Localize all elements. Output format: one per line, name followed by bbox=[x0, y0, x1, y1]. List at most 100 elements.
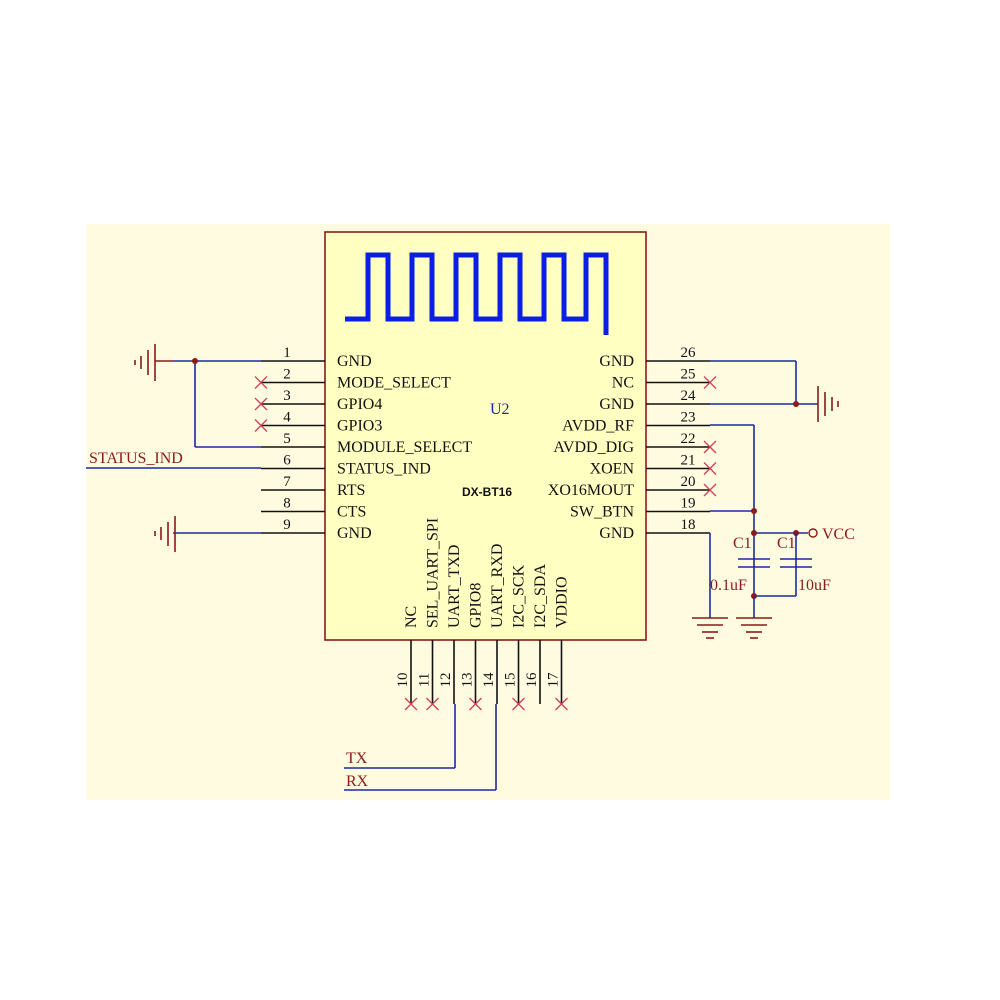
pin-number: 11 bbox=[417, 673, 433, 687]
pin-name: AVDD_DIG bbox=[553, 439, 634, 456]
no-connect-icon bbox=[703, 483, 717, 497]
pin-name: VDDIO bbox=[554, 576, 571, 628]
pin-10: 10 NC bbox=[395, 606, 420, 711]
no-connect-icon bbox=[254, 419, 268, 432]
pin-number: 25 bbox=[681, 367, 696, 383]
chip-part-name: DX-BT16 bbox=[462, 485, 512, 499]
pin-number: 19 bbox=[681, 496, 696, 512]
cap-2-value: 10uF bbox=[798, 577, 831, 594]
no-connect-icon bbox=[404, 697, 418, 711]
antenna-trace bbox=[345, 252, 609, 335]
right-wiring: C1 C1 0.1uF 10uF VCC bbox=[692, 360, 855, 639]
pin-15: 15 I2C_SCK bbox=[503, 564, 528, 711]
cap-1-value: 0.1uF bbox=[710, 577, 747, 594]
pin-name: MODULE_SELECT bbox=[337, 439, 472, 456]
pin-name: STATUS_IND bbox=[337, 461, 431, 478]
pin-name: GND bbox=[599, 353, 634, 370]
net-label-rx: RX bbox=[346, 773, 369, 790]
chip-designator: U2 bbox=[490, 401, 510, 418]
ground-symbol-icon bbox=[154, 516, 176, 552]
bottom-pins: 10NC11SEL_UART_SPI12UART_TXD13GPIO814UAR… bbox=[395, 518, 571, 711]
pin-number: 4 bbox=[283, 410, 291, 426]
pin-name: GND bbox=[599, 525, 634, 542]
pin-name: NC bbox=[403, 606, 420, 628]
pin-number: 3 bbox=[283, 388, 291, 404]
pin-number: 16 bbox=[524, 672, 540, 688]
ground-symbol-icon bbox=[817, 386, 839, 422]
no-connect-icon bbox=[254, 397, 268, 411]
cap-1-ref: C1 bbox=[733, 535, 752, 552]
pin-name: XO16MOUT bbox=[548, 482, 634, 499]
net-label-vcc: VCC bbox=[822, 526, 855, 543]
pin-number: 10 bbox=[395, 673, 411, 688]
pin-name: XOEN bbox=[590, 461, 635, 478]
pin-name: AVDD_RF bbox=[562, 418, 634, 435]
pin-number: 18 bbox=[681, 517, 696, 533]
left-wiring: STATUS_IND bbox=[86, 344, 261, 552]
no-connect-icon bbox=[426, 697, 439, 711]
pin-name: GND bbox=[599, 396, 634, 413]
pin-name: GPIO8 bbox=[468, 583, 485, 628]
no-connect-icon bbox=[254, 376, 268, 389]
pin-number: 1 bbox=[283, 345, 291, 361]
pin-number: 12 bbox=[438, 673, 454, 688]
ground-symbol-icon bbox=[134, 344, 173, 381]
cap-2-ref: C1 bbox=[777, 535, 796, 552]
net-label-tx: TX bbox=[346, 750, 368, 767]
no-connect-icon bbox=[469, 697, 482, 711]
pin-11: 11 SEL_UART_SPI bbox=[417, 518, 442, 711]
pin-number: 22 bbox=[681, 431, 696, 447]
uart-wiring: TX RX bbox=[344, 704, 497, 791]
pin-number: 9 bbox=[283, 517, 291, 533]
pin-17: 17 VDDIO bbox=[546, 576, 571, 711]
vcc-terminal-icon bbox=[808, 528, 818, 538]
pin-number: 6 bbox=[283, 453, 291, 469]
pin-number: 20 bbox=[681, 474, 696, 490]
pin-name: MODE_SELECT bbox=[337, 375, 451, 392]
pin-number: 8 bbox=[283, 496, 291, 512]
pin-name: GND bbox=[337, 353, 372, 370]
pin-name: SW_BTN bbox=[570, 504, 634, 521]
capacitor-c2-icon bbox=[780, 558, 812, 568]
pin-name: CTS bbox=[337, 504, 366, 521]
chip-body bbox=[324, 231, 647, 641]
pin-name: SEL_UART_SPI bbox=[425, 518, 442, 628]
pin-number: 2 bbox=[283, 367, 291, 383]
ground-symbol-icon bbox=[736, 617, 772, 639]
ground-symbol-icon bbox=[692, 617, 728, 639]
pin-name: UART_RXD bbox=[489, 544, 506, 628]
pin-number: 17 bbox=[546, 672, 562, 688]
pin-number: 26 bbox=[681, 345, 697, 361]
no-connect-icon bbox=[703, 440, 717, 454]
pin-name: GPIO3 bbox=[337, 418, 382, 435]
pin-number: 24 bbox=[681, 388, 697, 404]
no-connect-icon bbox=[555, 697, 568, 711]
no-connect-icon bbox=[703, 376, 717, 389]
pin-number: 15 bbox=[503, 673, 519, 688]
pin-name: UART_TXD bbox=[446, 545, 463, 628]
pin-number: 23 bbox=[681, 410, 696, 426]
pin-number: 21 bbox=[681, 453, 696, 469]
pin-name: NC bbox=[612, 375, 634, 392]
pin-name: I2C_SCK bbox=[511, 564, 528, 628]
pin-name: RTS bbox=[337, 482, 365, 499]
